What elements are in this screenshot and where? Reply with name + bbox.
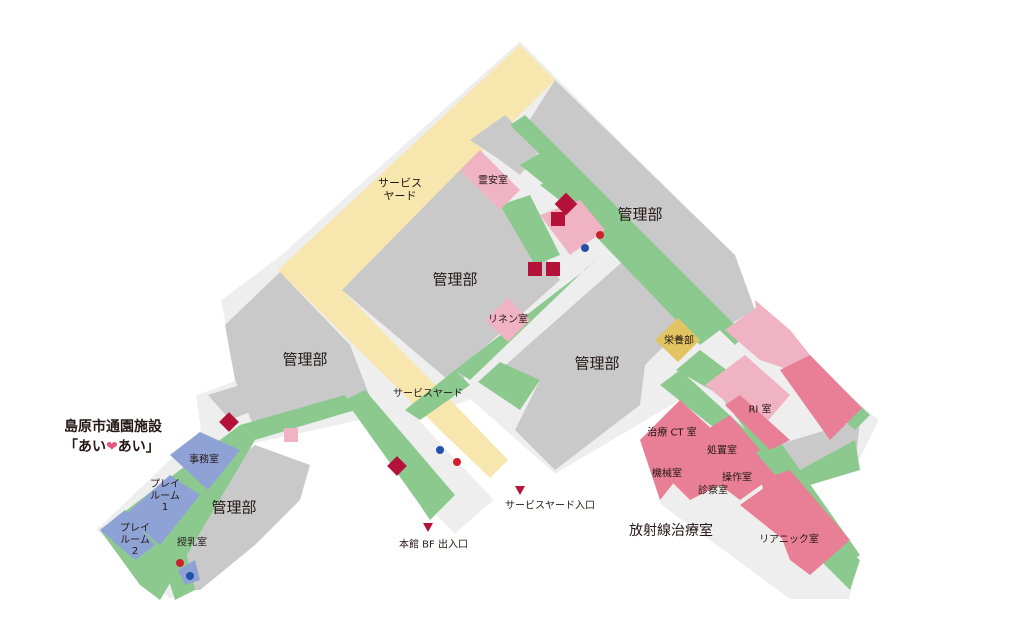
treatment-room-label: 処置室 (707, 445, 737, 457)
female-restroom-icon (453, 458, 461, 466)
nutrition-room-label: 栄養部 (664, 335, 694, 347)
male-restroom-icon (581, 244, 589, 252)
ri-room-label: RI 室 (748, 404, 772, 416)
service-yard-mid-label: サービスヤード (393, 388, 463, 400)
reian-room-label: 霊安室 (478, 175, 508, 187)
facility-title-line1: 島原市通園施設 (64, 418, 162, 435)
service-yard-entrance-label: サービスヤード入口 (505, 500, 595, 512)
blue-rooms (100, 432, 240, 585)
linac-room-label: リアニック室 (759, 534, 819, 546)
entrance-marker-icon (515, 486, 525, 495)
playroom-1-label: プレイ ルーム 1 (150, 478, 180, 513)
operation-room-label: 操作室 (722, 472, 752, 484)
male-restroom-icon (186, 572, 194, 580)
admin-label-center: 管理部 (432, 270, 478, 289)
admin-label-upper-right: 管理部 (617, 205, 663, 224)
entrance-marker-icon (423, 523, 433, 532)
office-room-label: 事務室 (189, 454, 219, 466)
radiotherapy-label: 放射線治療室 (629, 522, 713, 539)
admin-label-left: 管理部 (282, 350, 328, 369)
admin-label-lower-left: 管理部 (211, 498, 257, 517)
facility-title-line2: 「あい❤あい」 (64, 439, 160, 455)
admin-label-mid: 管理部 (574, 354, 620, 373)
pink-rooms (460, 150, 862, 575)
wheelchair-icon (284, 428, 298, 442)
exam-room-label: 診察室 (698, 485, 728, 497)
linen-room-label: リネン室 (488, 314, 528, 326)
nursing-room-label: 授乳室 (177, 537, 207, 549)
honkan-bf-entrance-label: 本館 BF 出入口 (399, 539, 468, 551)
title-suffix: あい」 (117, 438, 160, 455)
male-restroom-icon (436, 446, 444, 454)
heart-icon: ❤ (106, 438, 118, 455)
restroom-icons (176, 231, 604, 580)
female-restroom-icon (176, 559, 184, 567)
service-yard-top-label: サービス ヤード (378, 176, 422, 202)
service-yard-area (278, 45, 555, 478)
playroom-2-label: プレイ ルーム 2 (120, 522, 150, 557)
title-prefix: 「あい (64, 438, 106, 455)
nutrition-room (655, 318, 700, 362)
female-restroom-icon (596, 231, 604, 239)
ct-room-label: 治療 CT 室 (647, 427, 697, 439)
machine-room-label: 機械室 (652, 468, 682, 480)
